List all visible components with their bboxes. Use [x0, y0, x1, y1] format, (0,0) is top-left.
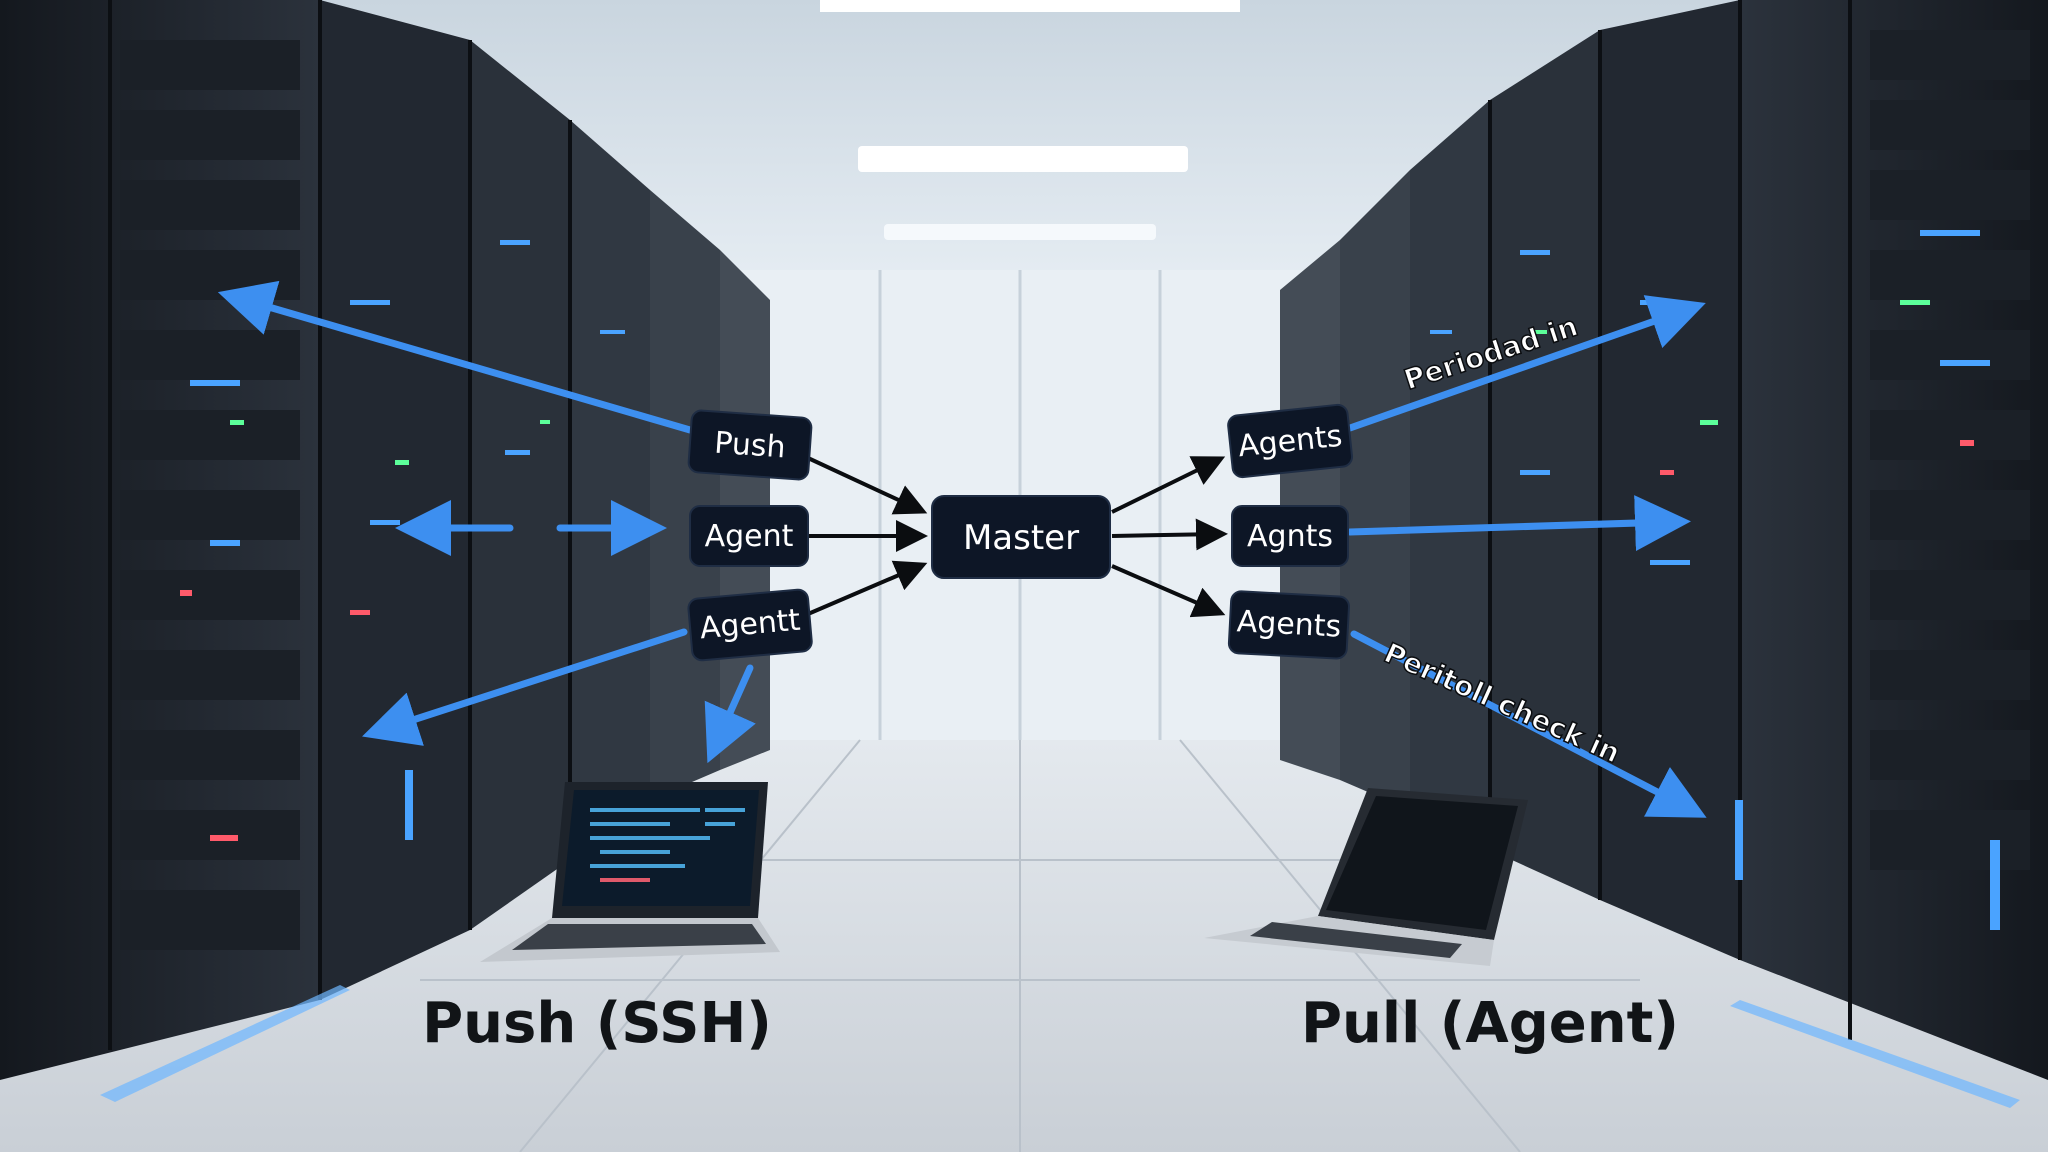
master-to-agnts-arrow [1111, 518, 1228, 551]
agent-arrow-down-left [362, 628, 688, 746]
node-agnts-label: Agnts [1247, 519, 1333, 554]
node-agents-top: Agents [1227, 403, 1354, 479]
pull-arrow-down-right [1350, 630, 1707, 818]
black-arrows [807, 456, 1228, 618]
node-master: Master [931, 495, 1111, 579]
floor-light-strips [100, 985, 2020, 1108]
node-agents-bottom: Agents [1227, 590, 1350, 660]
master-to-agents-top-arrow [1111, 456, 1226, 514]
node-agentt: Agentt [687, 588, 813, 662]
push-arrow-up-left [217, 280, 694, 434]
node-master-label: Master [963, 518, 1079, 558]
right-laptop [1204, 788, 1528, 966]
agent-arrow-to-laptop [704, 664, 756, 764]
node-agent-label: Agent [705, 519, 794, 554]
push-to-master-arrow [807, 456, 928, 515]
node-push: Push [687, 409, 813, 481]
pull-arrow-up-right [1346, 295, 1706, 432]
caption-pull-agent: Pull (Agent) [1301, 991, 1679, 1056]
right-server-racks [1280, 0, 2048, 1080]
pull-arrow-right [1346, 495, 1691, 552]
node-push-label: Push [713, 426, 787, 466]
node-agents-bottom-label: Agents [1236, 604, 1342, 644]
node-agent: Agent [689, 505, 809, 567]
caption-push-ssh: Push (SSH) [422, 991, 772, 1056]
node-agnts: Agnts [1231, 505, 1349, 567]
left-laptop [480, 782, 780, 962]
master-to-agents-bottom-arrow [1111, 564, 1226, 618]
agentt-to-master-arrow [807, 560, 928, 616]
blue-arrows [217, 280, 1707, 818]
ceiling-lights [820, 0, 1240, 240]
